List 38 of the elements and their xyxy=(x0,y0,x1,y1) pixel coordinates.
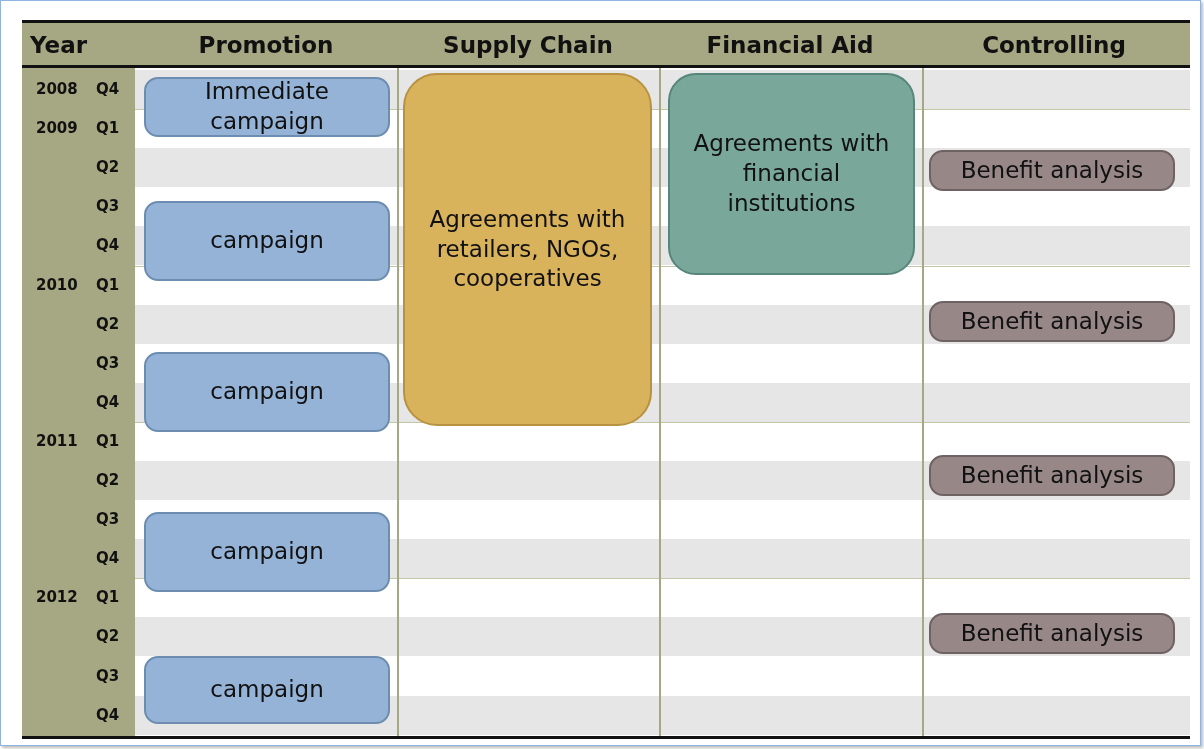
campaign-box: campaign xyxy=(144,201,390,281)
quarter-label: Q4 xyxy=(96,392,120,411)
task-box: Benefit analysis xyxy=(929,301,1175,342)
campaign-box: campaign xyxy=(144,352,390,432)
quarter-label: Q2 xyxy=(96,158,120,177)
quarter-label: Q4 xyxy=(96,236,120,255)
column-header: Financial Aid xyxy=(706,32,874,58)
quarter-label: Q3 xyxy=(96,353,120,372)
campaign-box: campaign xyxy=(144,656,390,724)
year-label: 2008 xyxy=(36,80,78,98)
quarter-label: Q3 xyxy=(96,197,120,216)
column-header: Promotion xyxy=(198,32,334,58)
quarter-label: Q1 xyxy=(96,431,120,450)
year-label: 2010 xyxy=(36,275,78,294)
column-header: Controlling xyxy=(982,32,1126,58)
campaign-box: campaign xyxy=(144,512,390,592)
quarter-label: Q2 xyxy=(96,314,120,333)
quarter-label: Q1 xyxy=(96,119,120,138)
quarter-label: Q4 xyxy=(96,549,120,568)
year-label: 2012 xyxy=(36,588,78,607)
task-box: Benefit analysis xyxy=(929,150,1175,191)
quarter-label: Q1 xyxy=(96,588,120,607)
task-box: Benefit analysis xyxy=(929,613,1175,654)
year-label: 2009 xyxy=(36,119,78,138)
quarter-label: Q4 xyxy=(96,80,120,98)
column-header: Supply Chain xyxy=(443,32,613,58)
quarter-label: Q3 xyxy=(96,666,120,685)
quarter-label: Q3 xyxy=(96,510,120,529)
campaign-box: Immediate campaign xyxy=(144,77,390,137)
task-box: Agreements with financial institutions xyxy=(668,73,915,275)
quarter-label: Q1 xyxy=(96,275,120,294)
task-box: Benefit analysis xyxy=(929,455,1175,496)
year-label: 2011 xyxy=(36,431,78,450)
year-header: Year xyxy=(30,32,87,58)
quarter-label: Q2 xyxy=(96,471,120,489)
quarter-label: Q4 xyxy=(96,705,120,724)
quarter-label: Q2 xyxy=(96,627,120,646)
task-box: Agreements with retailers, NGOs, cooperatives xyxy=(403,73,652,426)
